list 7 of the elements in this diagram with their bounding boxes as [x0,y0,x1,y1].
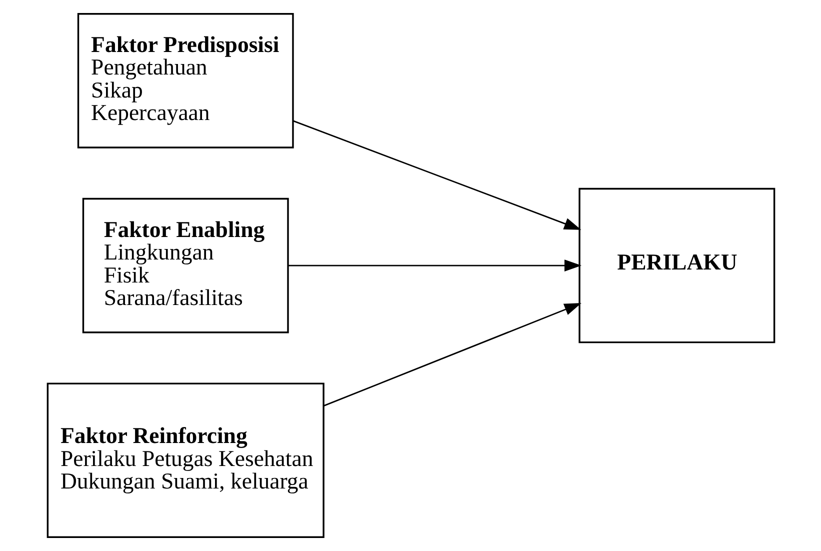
node-box: Faktor Enabling Lingkungan Fisik Sarana/fasilitas [82,198,288,334]
node-box: Faktor Predisposisi Pengetahuan Sikap Kepercayaan [76,13,294,148]
arrow [292,120,581,230]
node-box: Faktor Reinforcing Perilaku Petugas Kesehatan Dukungan Suami, keluarga [46,382,324,538]
arrow [322,303,581,406]
node-box: PERILAKU [578,188,775,344]
arrow [288,260,582,272]
